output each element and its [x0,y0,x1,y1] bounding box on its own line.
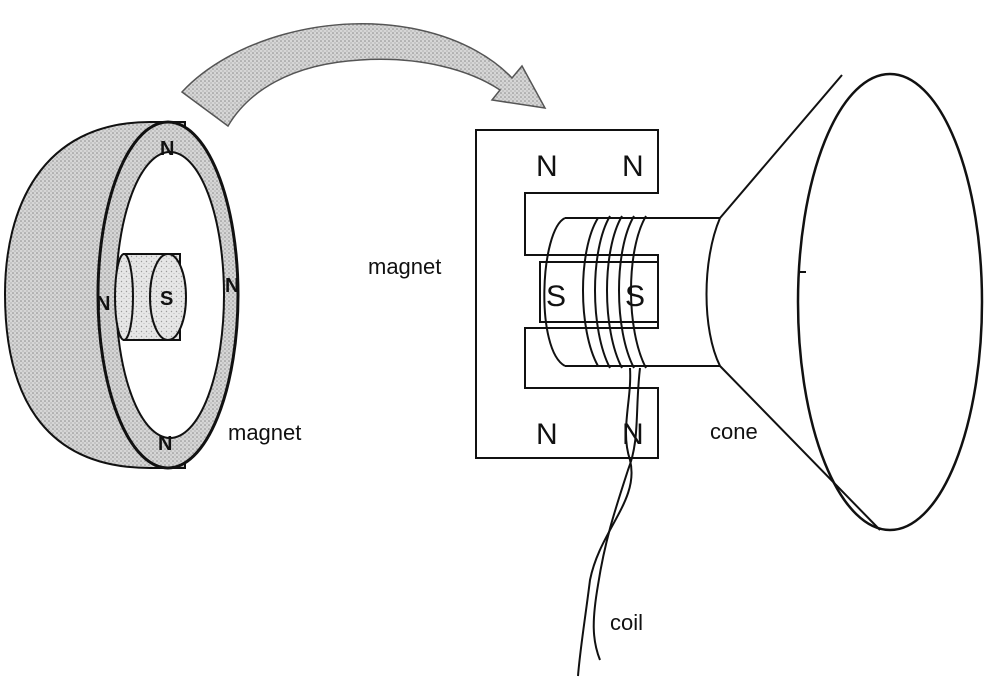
cone-label: cone [710,419,758,444]
ring-magnet: N N N N S [3,120,240,470]
ring-pole-s-center: S [160,288,173,310]
speaker-pole-n-top-left: N [536,150,558,183]
speaker-pole-s-right: S [625,280,645,313]
speaker-pole-s-left: S [546,280,566,313]
coil-former [543,215,720,369]
speaker-magnet-label: magnet [368,254,441,279]
speaker-pole-n-bottom-right: N [622,418,644,451]
ring-pole-n-top: N [160,138,174,160]
speaker-cone [705,72,984,532]
transition-arrow [180,23,547,128]
coil-label: coil [610,610,643,635]
ring-pole-n-bottom: N [158,433,172,455]
ring-pole-n-left: N [96,293,110,315]
ring-pole-n-right: N [225,275,239,297]
speaker-pole-n-top-right: N [622,150,644,183]
speaker-pole-n-bottom-left: N [536,418,558,451]
speaker-magnet [475,129,659,459]
coil-wires [577,367,641,677]
ring-magnet-label: magnet [228,420,301,445]
